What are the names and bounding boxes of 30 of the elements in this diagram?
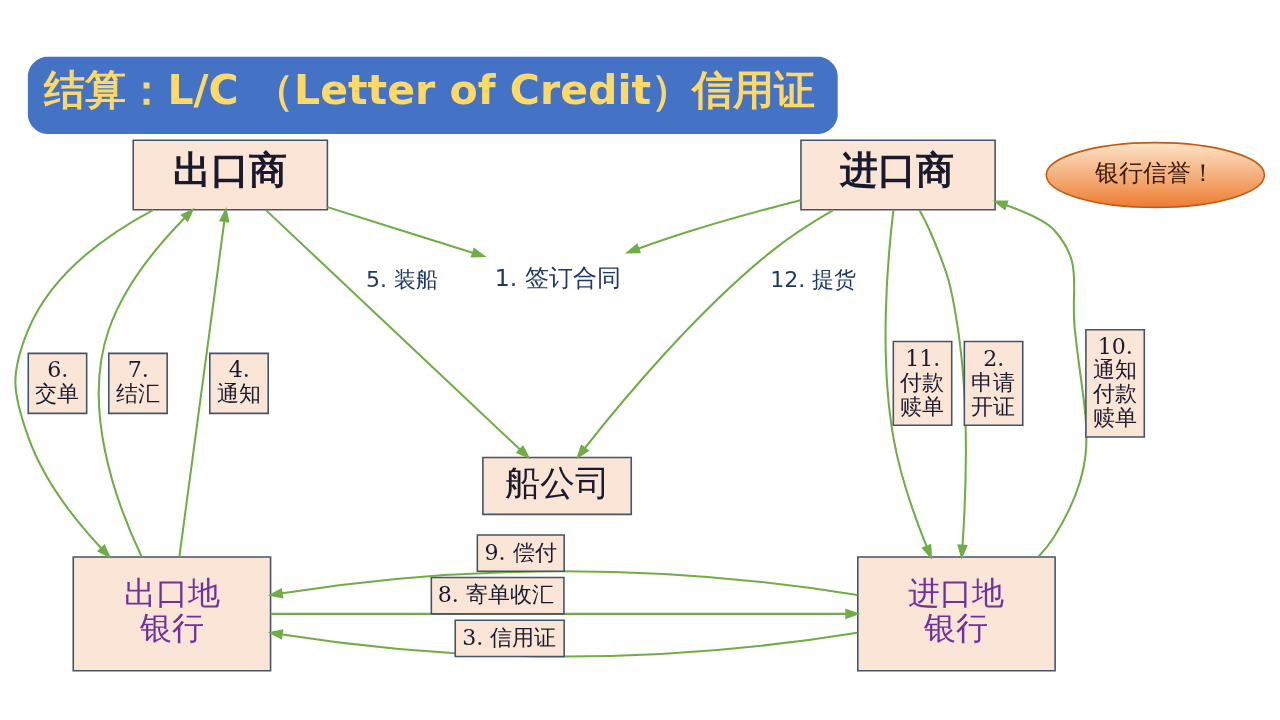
arrow <box>918 209 968 560</box>
node-text: 1. 签订合同 <box>494 263 621 292</box>
node-box: 出口地银行 <box>72 555 272 671</box>
arrow <box>327 205 487 258</box>
edge-label: 7. 结汇 <box>115 355 160 406</box>
arrow <box>265 208 531 459</box>
node-box: 船公司 <box>482 456 633 515</box>
node-box: 进口商 <box>800 139 996 211</box>
edge-label: 12. 提货 <box>770 265 857 292</box>
node-ellipse: 银行信誉！ <box>1045 141 1266 208</box>
diagram-title: 结算：L/C （Letter of Credit）信用证 <box>44 65 816 114</box>
edge-label: 3. 信用证 <box>462 623 557 650</box>
arrow <box>97 207 195 557</box>
arrow <box>178 206 230 557</box>
node-box: 进口地银行 <box>857 555 1056 671</box>
edge-label: 11. 付款赎单 <box>900 344 945 419</box>
arrow <box>992 199 1088 557</box>
edge-label: 9. 偿付 <box>484 538 557 565</box>
arrow <box>884 209 933 560</box>
arrow <box>575 208 834 459</box>
arrow <box>14 208 154 559</box>
arrow <box>267 569 858 598</box>
edge-label: 10. 通知付款赎单 <box>1093 332 1137 430</box>
arrow <box>624 198 801 253</box>
node-box: 出口商 <box>132 139 329 211</box>
edge-label: 5. 装船 <box>366 265 439 292</box>
edge-label: 8. 寄单收汇 <box>437 580 554 607</box>
edge-label: 2. 申请开证 <box>971 344 1016 419</box>
edge-label: 4. 通知 <box>216 355 261 406</box>
edge-label: 6. 交单 <box>35 355 80 406</box>
